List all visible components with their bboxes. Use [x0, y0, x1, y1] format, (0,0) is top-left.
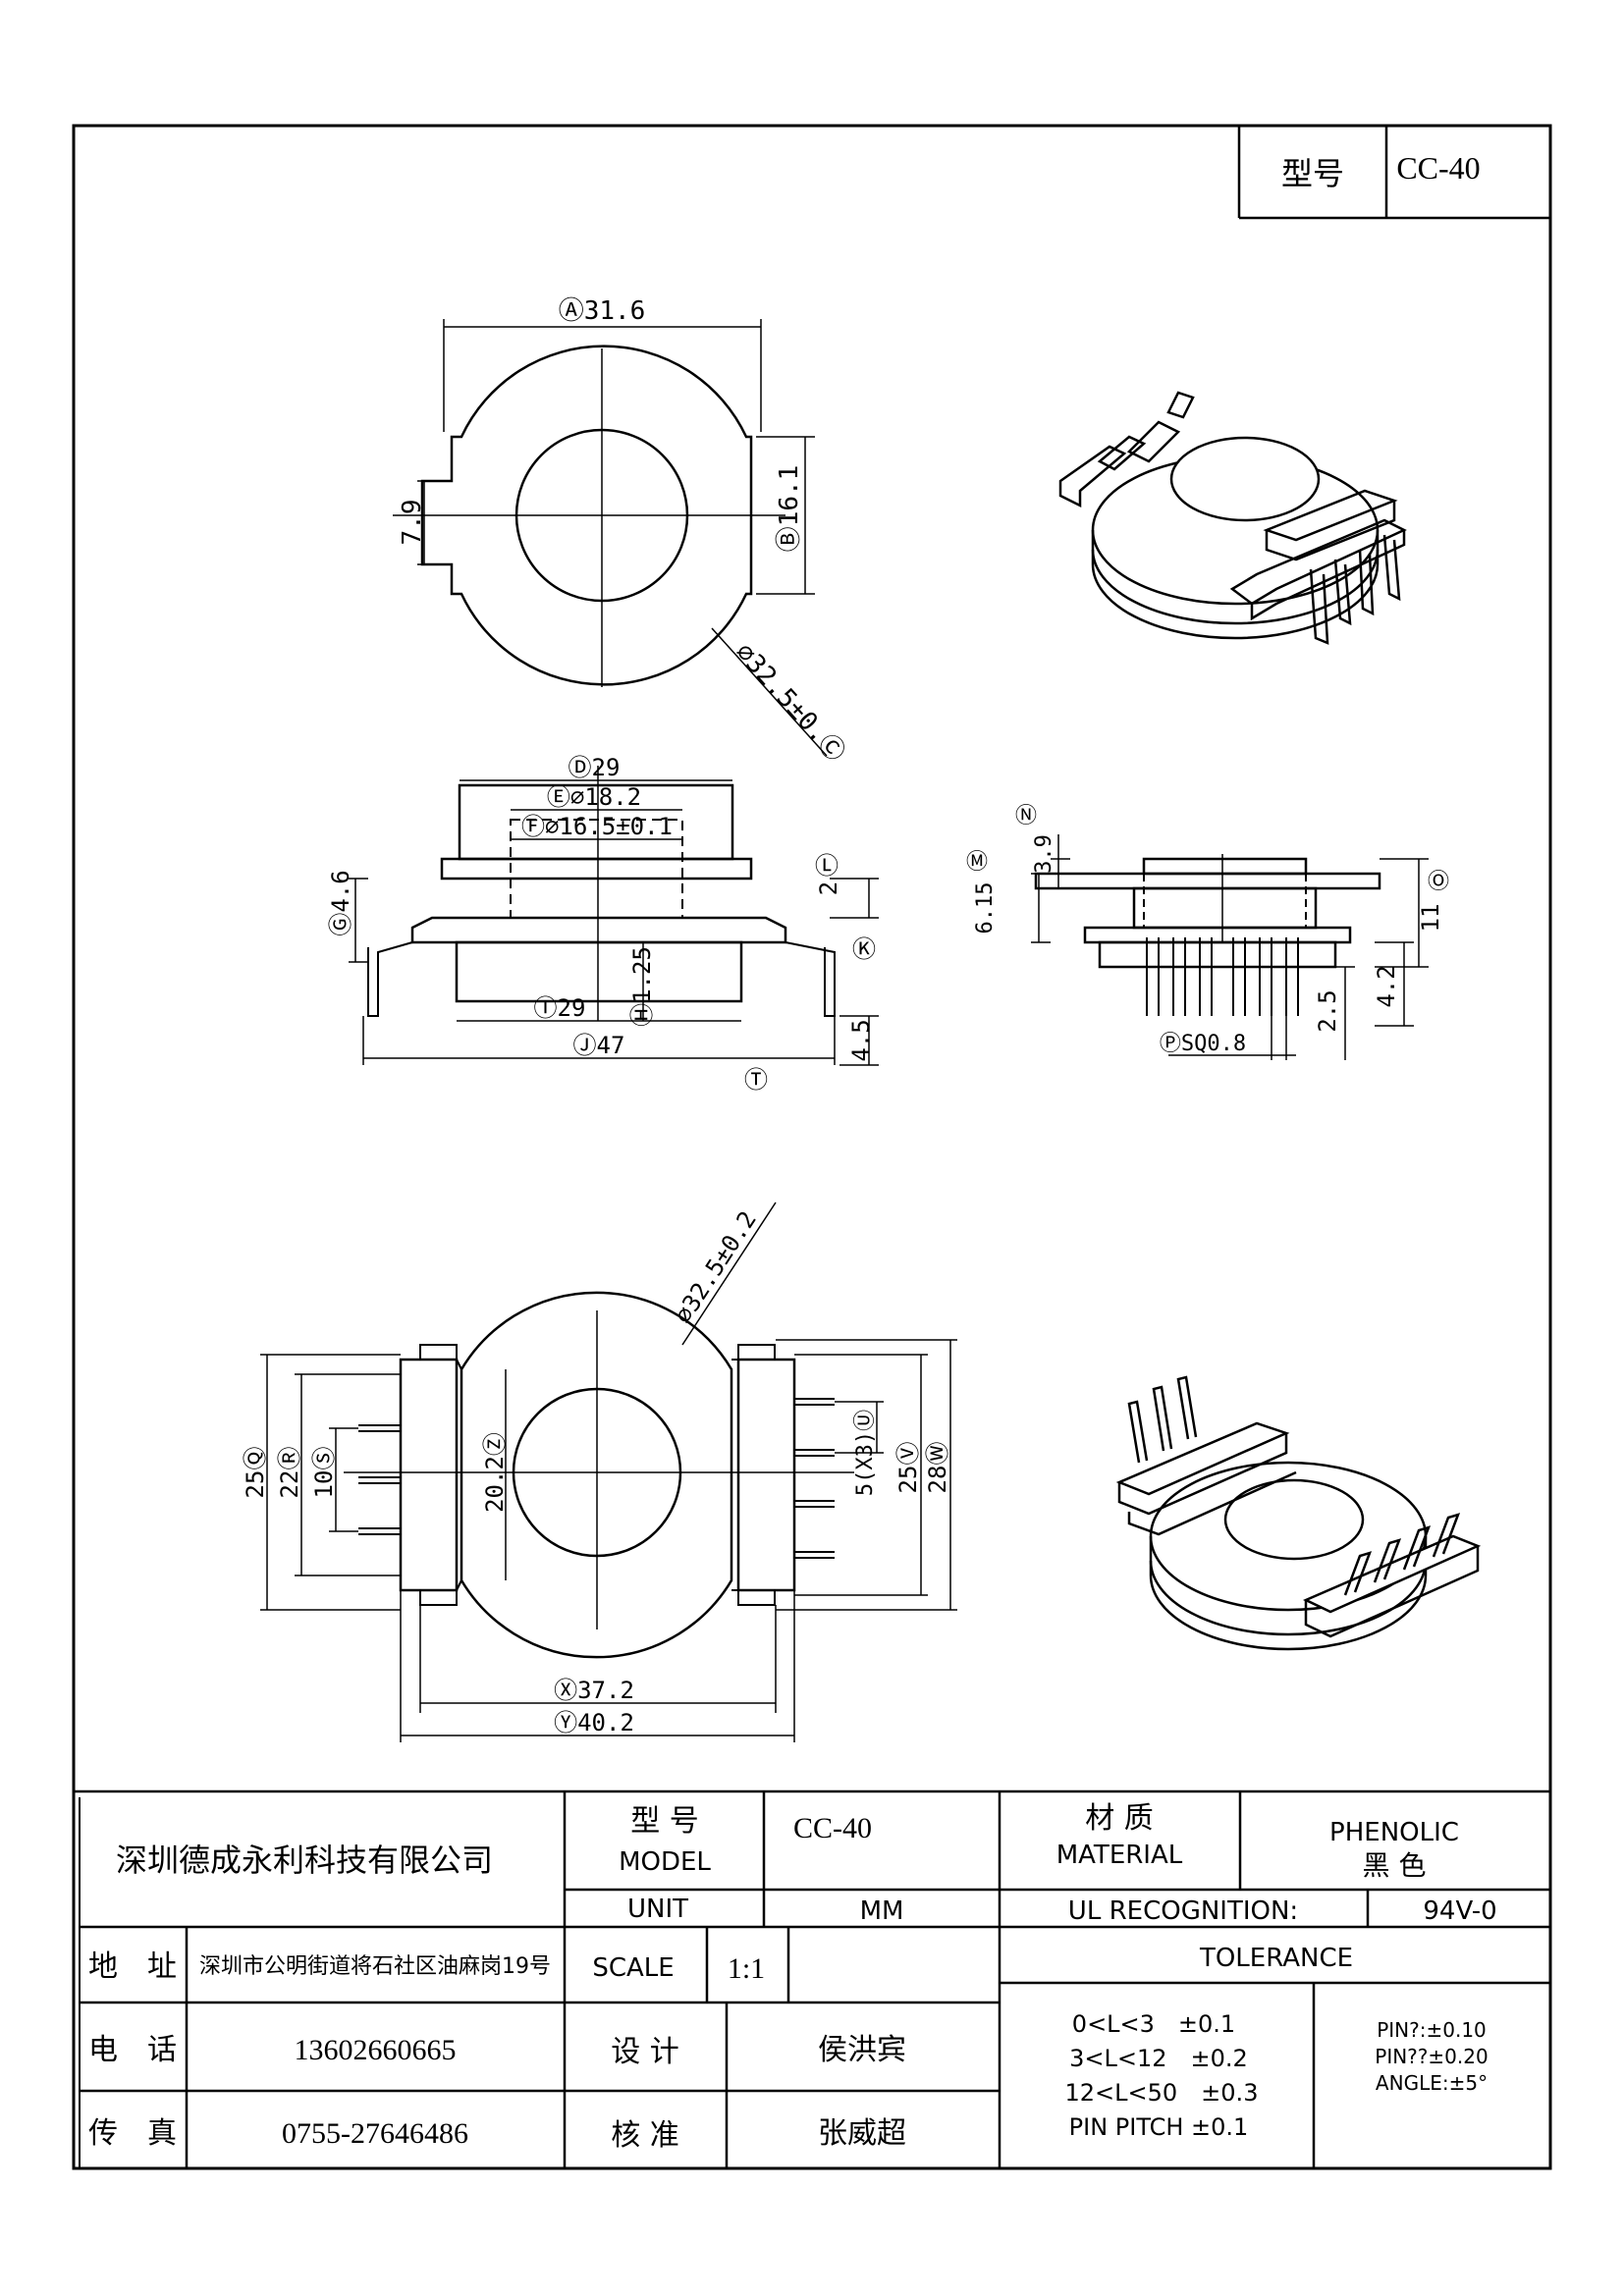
dim-w-label: 28Ⓦ [924, 1442, 951, 1494]
dim-h-label: Ⓗ1.25 [628, 946, 656, 1027]
dim-l-value: 2 [815, 881, 842, 895]
dim-7-9-label: 7.9 [398, 500, 427, 546]
fax-label: 传 真 [88, 2116, 177, 2151]
material-label-en: MATERIAL [1056, 1841, 1183, 1870]
material-label-cn: 材 质 [1085, 1801, 1154, 1836]
dim-i-label: Ⓘ29 [534, 994, 586, 1022]
model-label-en: MODEL [619, 1847, 711, 1877]
dim-pin-length: 4.5 [847, 1019, 875, 1061]
side-view [349, 766, 879, 1066]
address-value: 深圳市公明街道将石社区油麻岗19号 [199, 1954, 551, 1979]
top-view-outline [420, 345, 753, 686]
dim-4-2-value: 4.2 [1373, 965, 1400, 1007]
isometric-view-upper [1058, 391, 1407, 645]
dim-d-label: Ⓓ29 [568, 754, 621, 781]
scale-value: 1:1 [728, 1952, 765, 1985]
dim-x-label: Ⓧ37.2 [554, 1677, 634, 1704]
dim-2-5-value: 2.5 [1314, 989, 1341, 1032]
title-box-model: CC-40 [1396, 150, 1480, 186]
ul-recognition-label: UL RECOGNITION: [1068, 1896, 1298, 1926]
dim-n-label: Ⓝ [1015, 804, 1037, 828]
dim-b-label: Ⓑ16.1 [775, 465, 804, 553]
pin-tolerance-1: PIN?:±0.10 [1377, 2018, 1487, 2042]
company-name: 深圳德成永利科技有限公司 [116, 1842, 493, 1879]
dim-o-value: 11 [1417, 904, 1444, 933]
design-label: 设 计 [611, 2035, 679, 2069]
ul-recognition-value: 94V-0 [1423, 1896, 1496, 1926]
material-value-en: PHENOLIC [1329, 1818, 1459, 1847]
dim-q-label: 25Ⓠ [242, 1447, 269, 1499]
title-block [74, 1789, 1550, 2168]
dim-y-label: Ⓨ40.2 [554, 1709, 634, 1736]
model-label-cn: 型 号 [630, 1804, 699, 1839]
tolerance-row-1: 0<L<3 ±0.1 [1072, 2010, 1235, 2038]
dim-m-label: Ⓜ [966, 850, 988, 875]
dim-s-label: 10Ⓢ [310, 1447, 338, 1499]
unit-label: UNIT [627, 1895, 688, 1924]
title-box: 型号 CC-40 [1237, 126, 1550, 220]
title-box-label: 型号 [1281, 155, 1344, 192]
unit-value: MM [860, 1896, 904, 1926]
tolerance-row-3: 12<L<50 ±0.3 [1065, 2079, 1259, 2107]
dim-t-label: Ⓣ [744, 1066, 768, 1094]
address-label: 地 址 [88, 1949, 177, 1984]
bottom-view [260, 1201, 957, 1742]
isometric-view-lower [1115, 1375, 1482, 1651]
dim-a-label: Ⓐ31.6 [559, 296, 646, 326]
phone-value: 13602660665 [295, 2034, 457, 2066]
scale-label: SCALE [592, 1953, 674, 1983]
dim-v-label: 25Ⓥ [894, 1442, 922, 1494]
dim-o-label: Ⓞ [1428, 870, 1449, 894]
dim-m-value: 6.15 [973, 882, 998, 934]
angle-tolerance: ANGLE:±5° [1376, 2071, 1488, 2095]
dim-z-label: 20.2Ⓩ [481, 1432, 509, 1513]
dim-k-label: Ⓚ [852, 935, 876, 963]
phone-label: 电 话 [88, 2033, 177, 2067]
dim-n-value: 3.9 [1032, 834, 1056, 874]
dim-e-label: Ⓔ⌀18.2 [547, 783, 641, 811]
material-value-cn: 黑 色 [1363, 1849, 1427, 1882]
tolerance-label: TOLERANCE [1199, 1944, 1353, 1973]
dim-l-label: Ⓛ [815, 852, 839, 880]
pin-pitch-tolerance: PIN PITCH ±0.1 [1069, 2113, 1249, 2141]
tolerance-row-2: 3<L<12 ±0.2 [1069, 2045, 1248, 2072]
dim-p-label: ⓅSQ0.8 [1160, 1032, 1246, 1056]
dim-c-label: ⌀32.5±0.Ⓒ [730, 638, 850, 768]
dim-u-label: 5(X3)Ⓤ [853, 1410, 878, 1496]
pin-tolerance-2: PIN??±0.20 [1375, 2045, 1488, 2068]
top-view [393, 319, 828, 757]
fax-value: 0755-27646486 [282, 2117, 468, 2150]
approve-label: 核 准 [611, 2118, 679, 2153]
designer-name: 侯洪宾 [818, 2033, 906, 2067]
model-value: CC-40 [793, 1812, 872, 1844]
dim-j-label: Ⓙ47 [573, 1032, 625, 1059]
approver-name: 张威超 [818, 2116, 906, 2151]
drawing-border [72, 124, 1552, 2170]
bottom-diameter-label: ⌀32.5±0.2 [670, 1206, 762, 1328]
dim-g-label: Ⓖ4.6 [327, 870, 354, 935]
dim-f-label: Ⓕ⌀16.5±0.1 [521, 813, 673, 840]
dim-r-label: 22Ⓡ [276, 1447, 303, 1499]
end-view [1031, 834, 1429, 1060]
